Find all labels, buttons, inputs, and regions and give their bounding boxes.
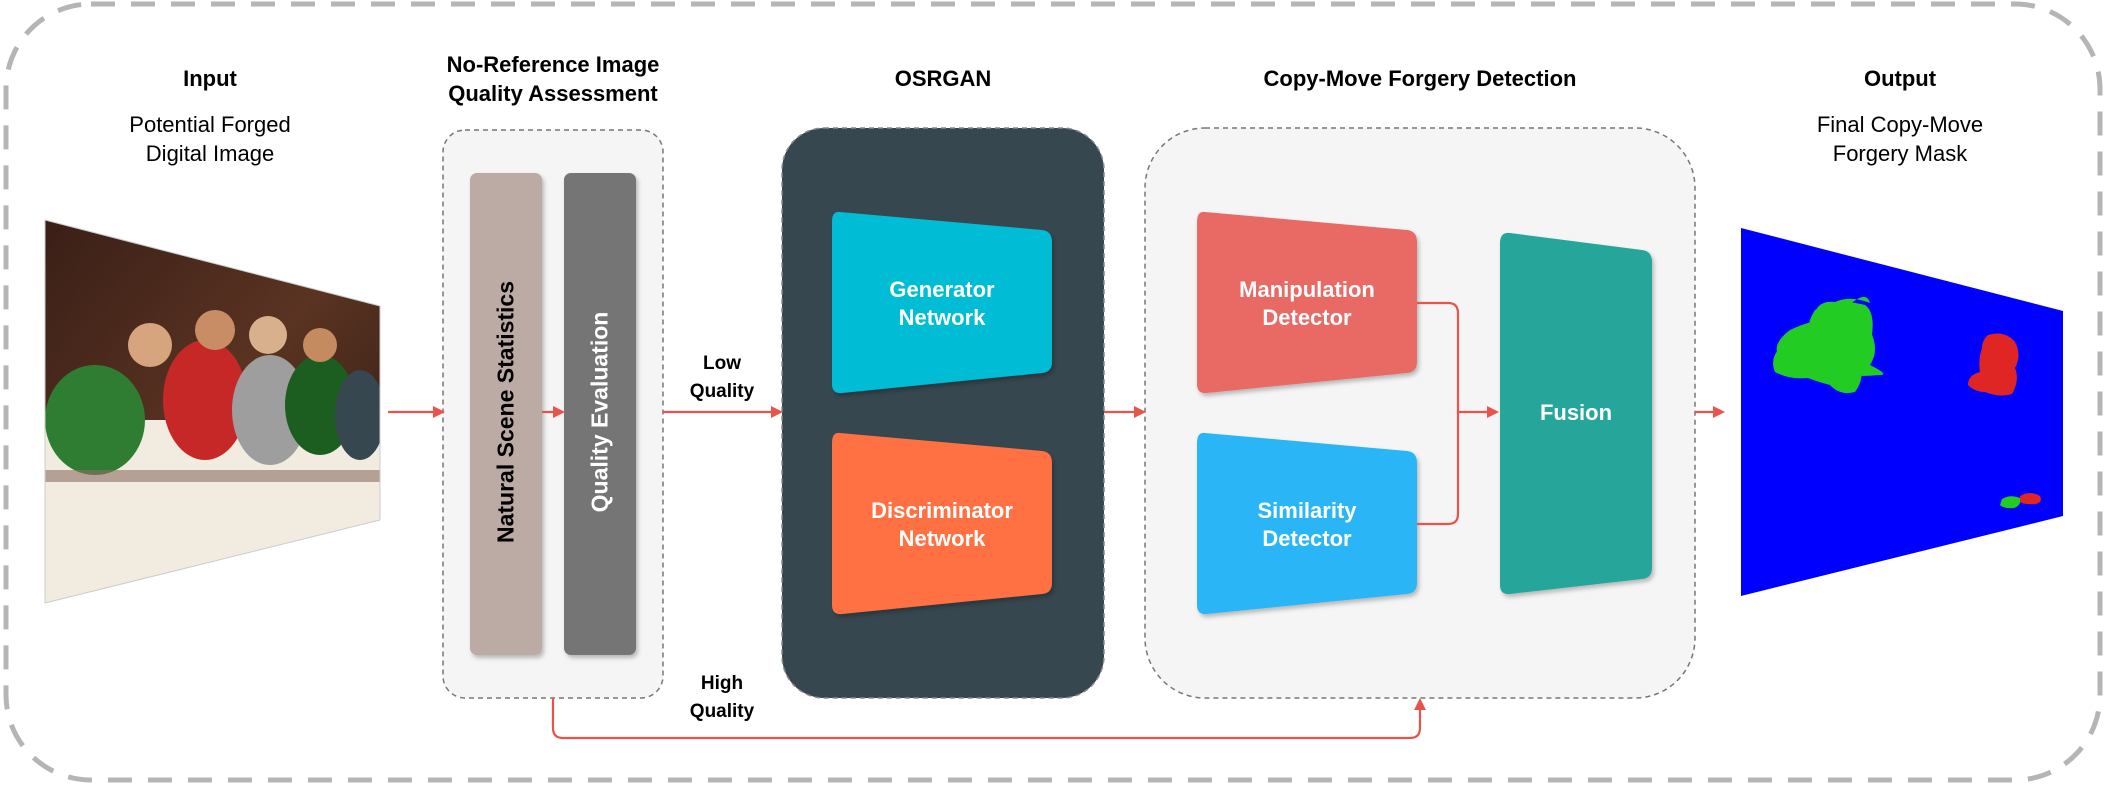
connector-arrows xyxy=(388,301,1725,740)
niqa-title: No-Reference Image Quality Assessment xyxy=(446,52,660,106)
low-quality-label: Low Quality xyxy=(689,353,755,402)
generator-label: Generator Network xyxy=(889,277,995,330)
input-painting xyxy=(45,220,380,603)
quality-evaluation-bar xyxy=(564,173,636,655)
discriminator-network-box xyxy=(832,432,1052,615)
nss-bar-label: Natural Scene Statistics xyxy=(492,280,519,544)
output-title: Output xyxy=(1863,66,1937,91)
generator-network-box xyxy=(832,211,1052,394)
input-subtitle: Potential Forged Digital Image xyxy=(129,112,291,166)
outer-frame xyxy=(3,1,2103,783)
input-title: Input xyxy=(183,66,237,91)
similarity-label: Similarity Detector xyxy=(1257,498,1357,551)
output-subtitle: Final Copy-Move Forgery Mask xyxy=(1816,112,1984,166)
discriminator-label: Discriminator Network xyxy=(871,498,1013,551)
osrgan-title: OSRGAN xyxy=(894,66,992,91)
manipulation-label: Manipulation Detector xyxy=(1239,277,1375,330)
natural-scene-statistics-bar xyxy=(470,173,542,655)
cmfd-title: Copy-Move Forgery Detection xyxy=(1263,66,1577,91)
similarity-detector-box xyxy=(1197,432,1417,615)
fusion-label: Fusion xyxy=(1539,400,1613,425)
output-mask xyxy=(1741,228,2063,596)
high-quality-label: High Quality xyxy=(689,673,755,722)
osrgan-panel xyxy=(781,127,1105,699)
fusion-box xyxy=(1500,232,1652,595)
manipulation-detector-box xyxy=(1197,211,1417,394)
quality-bar-label: Quality Evaluation xyxy=(586,311,613,513)
